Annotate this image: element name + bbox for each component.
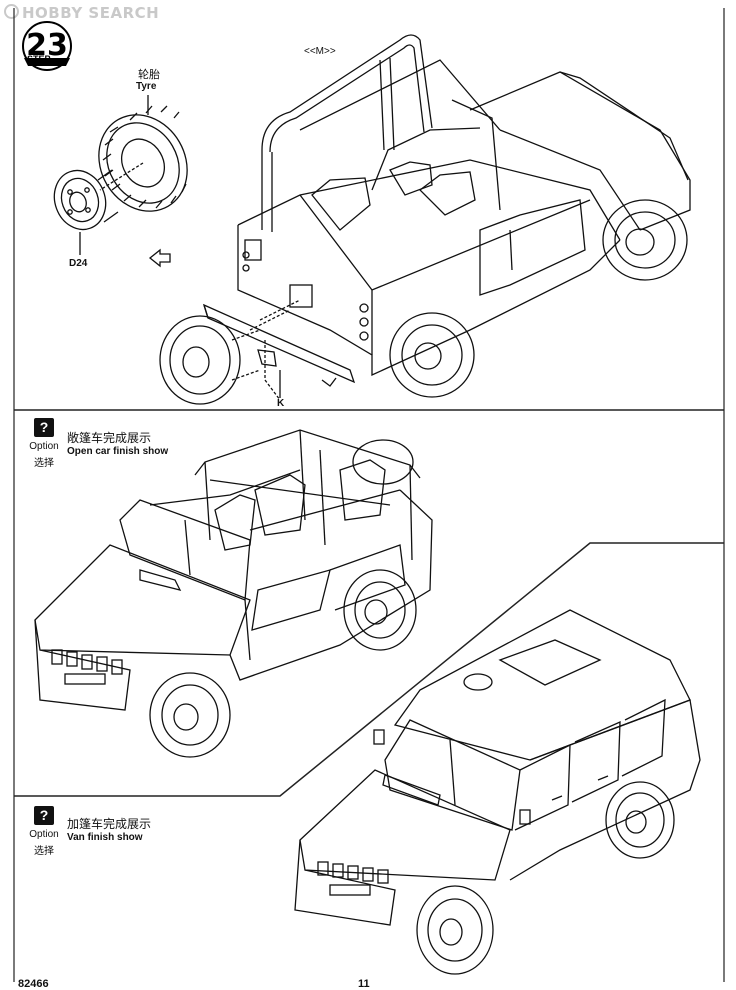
van-title-en: Van finish show	[67, 832, 143, 843]
option-cn-open: 选择	[34, 458, 54, 469]
step-badge-icon	[22, 21, 72, 71]
part-d24-label: D24	[69, 258, 88, 269]
part-m-marker: <<M>>	[304, 46, 336, 57]
option-cn-van: 选择	[34, 846, 54, 857]
option-label-van: Option	[29, 829, 59, 840]
arrow-icon	[148, 248, 171, 268]
van-illustration	[294, 609, 701, 975]
assembly-illustration	[53, 34, 691, 405]
wheel-hub-drawing	[53, 169, 119, 231]
page-number: 11	[358, 978, 370, 990]
spare-tyre-drawing	[98, 105, 188, 212]
open-title-en: Open car finish show	[67, 446, 169, 457]
option-label-open: Option	[29, 441, 59, 452]
open-car-illustration	[34, 429, 433, 758]
question-mark-icon: ?	[34, 418, 54, 437]
tyre-label-en: Tyre	[136, 81, 157, 92]
jeep-body-top	[237, 34, 691, 398]
loose-wheel-drawing	[159, 315, 261, 405]
question-mark-icon: ?	[34, 806, 54, 825]
kit-number: 82466	[18, 978, 49, 990]
tyre-label-cn: 轮胎	[138, 68, 160, 81]
step-label: STEP	[27, 54, 51, 64]
van-title-cn: 加篷车完成展示	[67, 817, 152, 831]
rear-bumper-drawing	[202, 299, 356, 401]
step-number: 23	[26, 28, 68, 63]
watermark-logo-icon	[4, 4, 19, 19]
part-k-label: K	[277, 398, 285, 409]
open-title-cn: 敞篷车完成展示	[67, 431, 152, 445]
watermark: HOBBY SEARCH	[4, 4, 159, 22]
